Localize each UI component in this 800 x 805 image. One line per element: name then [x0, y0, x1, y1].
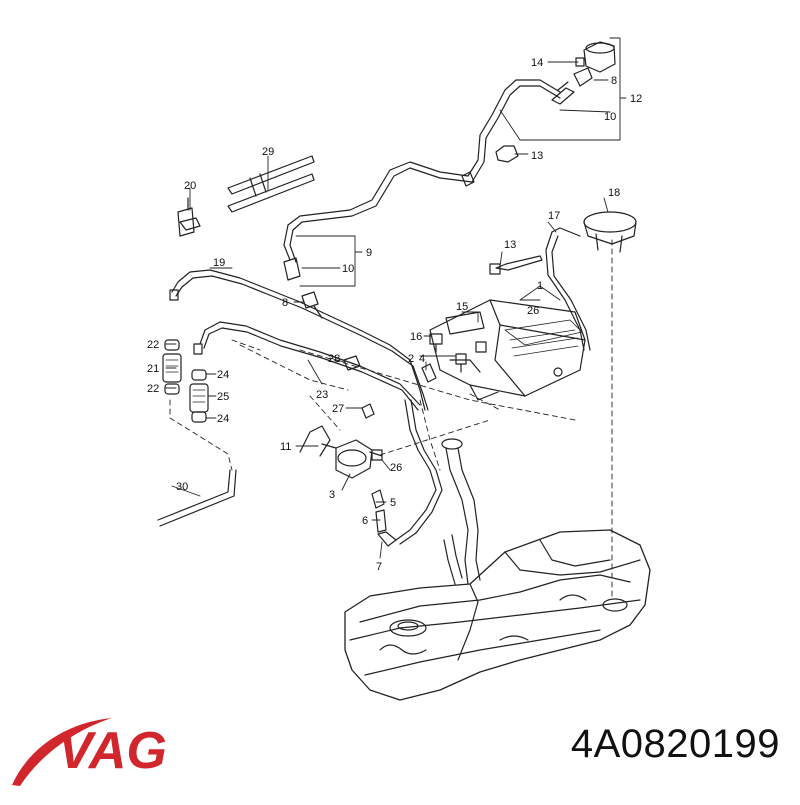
part-number: 4A0820199	[570, 722, 780, 766]
logo-swoosh	[12, 718, 112, 786]
callout-14: 14	[531, 57, 543, 69]
sleeves-21-25	[162, 339, 209, 423]
callout-11: 11	[280, 441, 291, 453]
charcoal-canister	[421, 299, 586, 401]
callout-7: 7	[376, 561, 382, 573]
vag-logo: VAG	[12, 718, 167, 786]
callout-30: 30	[176, 481, 188, 493]
callout-10-lower: 10	[342, 263, 354, 275]
callout-leaders	[165, 37, 627, 559]
callout-29: 29	[262, 146, 274, 158]
callout-26-top: 26	[527, 305, 539, 317]
callout-8-upper: 8	[611, 75, 617, 87]
callout-19: 19	[213, 257, 225, 269]
callout-23: 23	[316, 389, 328, 401]
clips-27-28	[343, 355, 375, 419]
callout-16: 16	[410, 331, 422, 343]
callout-17: 17	[548, 210, 560, 222]
callout-25: 25	[217, 391, 229, 403]
callout-28: 28	[328, 353, 340, 365]
callout-labels: 14 8 12 10 13 29 20 18 17 9 13 19 10 1 8…	[147, 57, 642, 573]
callout-4: 4	[419, 353, 425, 365]
purge-valve-3	[299, 425, 383, 479]
strap-29	[227, 155, 315, 213]
callout-5: 5	[390, 497, 396, 509]
hose-5-6-7	[371, 489, 397, 547]
callout-12: 12	[630, 93, 642, 105]
pipe-30	[157, 469, 237, 527]
dashed-leaders	[169, 239, 613, 601]
top-vent-line	[283, 41, 616, 319]
brand-name: VAG	[58, 722, 167, 780]
callout-20: 20	[184, 180, 196, 192]
callout-18: 18	[608, 187, 620, 199]
callout-15: 15	[456, 301, 468, 313]
callout-22-bottom: 22	[147, 383, 159, 395]
fuel-tank	[344, 529, 651, 701]
callout-1: 1	[537, 280, 543, 292]
bracket-20	[177, 197, 201, 237]
callout-24-top: 24	[217, 369, 229, 381]
callout-26-bottom: 26	[390, 462, 402, 474]
callout-8-lower: 8	[282, 297, 288, 309]
callout-21: 21	[147, 363, 159, 375]
callout-13-middle: 13	[504, 239, 516, 251]
callout-6: 6	[362, 515, 368, 527]
callout-24-bottom: 24	[217, 413, 229, 425]
callout-27: 27	[332, 403, 344, 415]
callout-2: 2	[408, 353, 414, 365]
filler-neck	[441, 438, 481, 585]
callout-22-top: 22	[147, 339, 159, 351]
callout-10-upper: 10	[604, 111, 616, 123]
evap-lines	[169, 269, 443, 545]
callout-9: 9	[366, 247, 372, 259]
callout-3: 3	[329, 489, 335, 501]
callout-13-upper: 13	[531, 150, 543, 162]
